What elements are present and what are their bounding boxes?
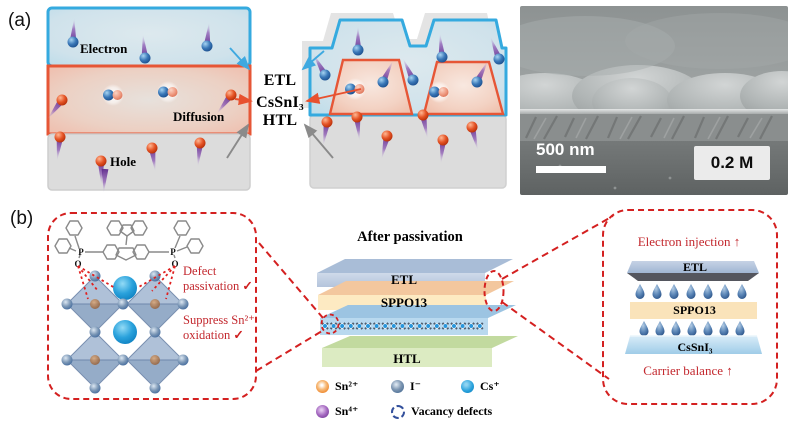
- sppo13-slab: [630, 302, 757, 319]
- up-arrow-icon: ↑: [726, 363, 733, 378]
- interface-sppo13-label: SPPO13: [673, 303, 716, 317]
- check-icon: ✓: [242, 278, 253, 293]
- planar-film-schematic: [44, 6, 252, 192]
- absorber-layer: [46, 64, 252, 136]
- absorber-island-1: [328, 58, 414, 116]
- sem-concentration-badge: 0.2 M: [694, 146, 770, 180]
- diffusion-pairs: [44, 81, 237, 122]
- interface-absorber-label: CsSnI₃: [677, 340, 713, 354]
- sn4-icon: [316, 405, 329, 418]
- stack-title: After passivation: [357, 229, 463, 245]
- vacancy-icon: [391, 404, 405, 419]
- etl-text: ETL: [263, 72, 297, 89]
- legend-sn4: Sn⁴⁺: [316, 404, 358, 419]
- lattice-row: [321, 322, 484, 330]
- octahedra: [65, 275, 185, 389]
- textured-film-schematic: [302, 13, 508, 189]
- iodide-ions: [61, 270, 189, 394]
- interface-stack: [625, 261, 762, 354]
- hole-particles: [53, 131, 206, 192]
- sem-scale-text: 500 nm: [536, 140, 595, 159]
- suppress-oxidation-note: Suppress Sn²⁺ oxidation ✓: [183, 313, 255, 342]
- iodide-icon: [391, 380, 404, 393]
- oxygen-label: O: [171, 259, 178, 269]
- sem-scale-bar: [536, 166, 606, 173]
- stack-htl-label: HTL: [393, 351, 421, 366]
- sn2-icon: [316, 380, 329, 393]
- check-icon: ✓: [233, 327, 244, 342]
- panel-b-label: (b): [10, 208, 34, 229]
- electron-particles: [310, 25, 505, 88]
- cesium-icon: [461, 380, 474, 393]
- diffusion-label: Diffusion: [173, 109, 225, 124]
- phosphorus-label: P: [78, 247, 84, 257]
- htl-text: HTL: [262, 112, 298, 129]
- perovskite-plank: [320, 305, 516, 335]
- up-arrow-icon: ↑: [733, 234, 741, 249]
- phosphorus-label: P: [170, 247, 176, 257]
- cesium-ions: [113, 276, 137, 344]
- absorber-text: CsSnI₃: [256, 94, 304, 111]
- panel-a-label: (a): [8, 10, 32, 31]
- defect-passivation-note: Defect passivation ✓: [183, 264, 253, 293]
- legend-sn2: Sn²⁺: [316, 379, 358, 394]
- electron-label: Electron: [80, 41, 128, 56]
- passivation-mechanism-callout: [47, 212, 257, 400]
- legend-iodide: I⁻: [391, 379, 421, 394]
- sem-micrograph-graphic: [520, 6, 788, 195]
- legend-vacancy: Vacancy defects: [391, 404, 492, 419]
- stack-etl-label: ETL: [390, 272, 417, 287]
- electron-injection-note: Electron injection ↑: [637, 234, 741, 249]
- droplets-row-2: [639, 321, 745, 336]
- sem-image: 500 nm 0.2 M: [520, 6, 788, 195]
- hole-label: Hole: [110, 154, 136, 169]
- legend-cs: Cs⁺: [461, 379, 500, 394]
- oxygen-label: O: [74, 259, 81, 269]
- htl-layer: [47, 133, 251, 191]
- absorber-slab: [625, 335, 762, 354]
- interface-etl-label: ETL: [682, 260, 707, 274]
- etl-slab: [627, 261, 759, 281]
- device-stack: [317, 259, 518, 367]
- sppo13-molecule-structure: P P O O: [54, 220, 204, 269]
- stack-sppo13-label: SPPO13: [380, 295, 428, 310]
- perovskite-lattice: [61, 270, 189, 394]
- droplets-row-1: [635, 284, 747, 299]
- htl-plank: [322, 336, 518, 367]
- electron-particles: [67, 17, 213, 64]
- carrier-balance-note: Carrier balance ↑: [643, 363, 733, 378]
